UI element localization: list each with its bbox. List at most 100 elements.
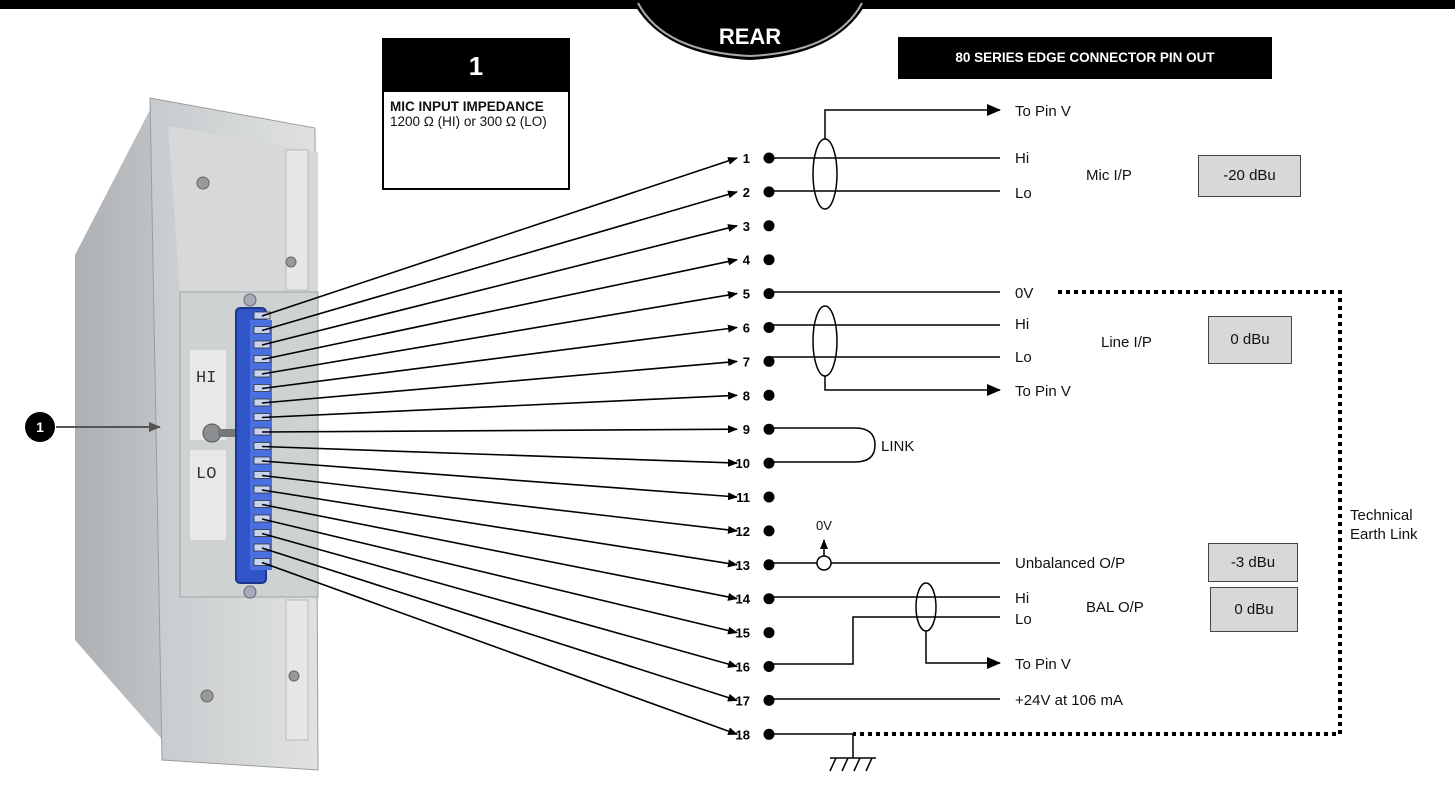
zero-v-small-label: 0V [816, 518, 832, 533]
bal-hi-label: Hi [1015, 590, 1029, 607]
pin-3-arrow [261, 224, 738, 346]
connector-contact [253, 485, 271, 494]
pin-15-number: 15 [736, 626, 750, 641]
pin-16-number: 16 [736, 660, 750, 675]
pin-2-arrow [261, 190, 738, 332]
bal-lo-label: Lo [1015, 611, 1032, 628]
pin-7-arrow [261, 358, 738, 404]
pin-14-arrow [261, 503, 738, 601]
link-label: LINK [881, 438, 914, 455]
callout-marker[interactable] [25, 412, 55, 442]
pin-11-dot [763, 491, 775, 503]
line-screen-line [824, 376, 1001, 396]
mic-impedance-callout: 1 MIC INPUT IMPEDANCE 1200 Ω (HI) or 300… [382, 38, 570, 190]
connector-contact [253, 558, 271, 566]
pin-1-number: 1 [743, 151, 750, 166]
link-loop [770, 427, 876, 463]
callout-number: 1 [384, 40, 568, 92]
pin-8-dot [763, 389, 775, 401]
pin-17-arrow [261, 547, 738, 702]
mic-screen-line [824, 104, 1001, 139]
pin-13-arrow [261, 489, 738, 568]
pin-14-number: 14 [736, 592, 751, 607]
pin-10-arrow [261, 445, 738, 467]
pin-1-dot [763, 152, 775, 164]
pin-12-arrow [261, 474, 738, 534]
connector-contact [253, 456, 271, 465]
callout-title: MIC INPUT IMPEDANCE [390, 99, 544, 114]
pin-2-number: 2 [743, 185, 750, 200]
bal-op-label: BAL O/P [1086, 599, 1144, 616]
pin-4-arrow [261, 257, 738, 361]
connector-contact [253, 543, 271, 552]
pin-7-dot [763, 355, 775, 367]
earth-hatch-2 [841, 757, 849, 772]
pin-18-number: 18 [736, 727, 750, 742]
zero-v-label: 0V [1015, 285, 1033, 302]
mic-ip-label: Mic I/P [1086, 167, 1132, 184]
to-pin-v-label: To Pin V [1015, 103, 1071, 120]
module-image [75, 97, 319, 771]
pin-17-dot [763, 694, 775, 706]
pin-16-dot [763, 661, 775, 672]
pin-9-number: 9 [743, 422, 750, 437]
mic-cable-ellipse [812, 138, 838, 210]
earth-hatch-3 [853, 757, 861, 772]
pin-6-arrow [261, 324, 738, 390]
pin-1-arrow [261, 157, 738, 317]
line-lo-label: Lo [1015, 349, 1032, 366]
pin-13-dot [763, 559, 775, 571]
pin-6-dot [763, 322, 775, 333]
pin-5-arrow [261, 291, 738, 375]
pin-15-arrow [261, 518, 738, 635]
pin-12-dot [763, 525, 775, 537]
switch-hi-label: HI [196, 369, 216, 388]
unbalanced-op-label: Unbalanced O/P [1015, 555, 1125, 572]
pin-5-number: 5 [743, 287, 750, 302]
technical-earth-label-line2: Earth Link [1350, 526, 1418, 543]
mic-level-box: -20 dBu [1198, 155, 1301, 197]
to-pin-v-label: To Pin V [1015, 383, 1071, 400]
unbal-ground-node [816, 555, 832, 571]
pin-15-dot [763, 627, 775, 639]
pin-12-number: 12 [736, 524, 750, 539]
balanced-level-box: 0 dBu [1210, 587, 1298, 632]
line-ip-label: Line I/P [1101, 334, 1152, 351]
supply-label: +24V at 106 mA [1015, 692, 1123, 709]
pin-7-number: 7 [743, 354, 750, 369]
pin-3-dot [763, 220, 775, 232]
pin-11-arrow [261, 460, 738, 501]
connector-contact [253, 514, 271, 523]
wiring [770, 104, 1001, 772]
connector-contact [253, 471, 271, 479]
pin-11-number: 11 [736, 490, 750, 505]
connector-contact [253, 529, 271, 537]
pinout-title: 80 SERIES EDGE CONNECTOR PIN OUT [898, 37, 1272, 79]
bal-cable-ellipse [915, 582, 937, 632]
connector-contact [253, 500, 271, 508]
line-hi-label: Hi [1015, 316, 1029, 333]
mic-lo-label: Lo [1015, 185, 1032, 202]
pin-arrows [261, 157, 738, 736]
pin-9-dot [763, 423, 775, 435]
pin-3-number: 3 [743, 219, 750, 234]
unbalanced-level-box: -3 dBu [1208, 543, 1298, 582]
bal-screen-line [925, 631, 1001, 669]
pin-4-number: 4 [743, 253, 751, 268]
rear-label: REAR [719, 24, 781, 49]
mic-hi-label: Hi [1015, 150, 1029, 167]
pin-6-number: 6 [743, 321, 750, 336]
pin-8-arrow [261, 391, 738, 419]
technical-earth-label-line1: Technical [1350, 507, 1413, 524]
pin-16-arrow [261, 532, 738, 668]
earth-hatch-4 [865, 757, 873, 772]
pin-18-arrow [261, 561, 738, 736]
pin-18-dot [763, 728, 775, 740]
pin-17-number: 17 [736, 693, 750, 708]
pin-8-number: 8 [743, 388, 750, 403]
line-level-box: 0 dBu [1208, 316, 1292, 364]
earth-hatch-1 [829, 757, 837, 772]
line-cable-ellipse [812, 305, 838, 377]
